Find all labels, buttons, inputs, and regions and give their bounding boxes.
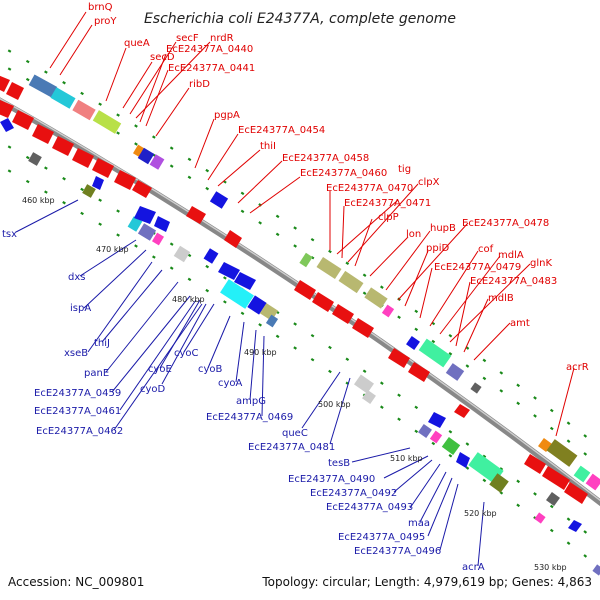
gene-label: EcE24377A_0441 [168, 63, 255, 74]
tick-label: 480 kbp [172, 295, 205, 304]
tick-labels: 460 kbp 470 kbp 480 kbp 490 kbp 500 kbp … [22, 196, 567, 572]
forward-label-lines [49, 11, 575, 437]
gene-label: secD [150, 52, 175, 63]
gene-label: EcE24377A_0459 [34, 388, 121, 399]
gene-label: dxs [68, 272, 85, 283]
topology-summary: Topology: circular; Length: 4,979,619 bp… [261, 575, 592, 589]
gene-label: cof [478, 244, 494, 255]
gene-label: nrdR [210, 33, 234, 44]
gene-label: EcE24377A_0461 [34, 406, 121, 417]
reverse-labels: tsx dxs ispA xseB thiJ panE cyoE cyoC cy… [2, 229, 485, 573]
tick-label: 490 kbp [244, 348, 277, 357]
gene-label: EcE24377A_0492 [310, 488, 397, 499]
gene-label: cyoD [140, 384, 166, 395]
gene-label: EcE24377A_0462 [36, 426, 123, 437]
gene-label: EcE24377A_0471 [344, 198, 431, 209]
accession-text: Accession: NC_009801 [8, 575, 144, 589]
gene-label: acrR [566, 362, 589, 373]
gene-label: queC [282, 428, 308, 439]
gene-label: EcE24377A_0440 [166, 44, 253, 55]
gene-label: proY [94, 16, 117, 27]
tick-label: 530 kbp [534, 563, 567, 572]
forward-labels: brnQ proY queA secF nrdR secD EcE24377A_… [88, 2, 589, 373]
gene-label: EcE24377A_0490 [288, 474, 375, 485]
gene-label: EcE24377A_0493 [326, 502, 413, 513]
gene-label: mdlB [488, 293, 514, 304]
gene-label: brnQ [88, 2, 113, 13]
gene-label: EcE24377A_0495 [338, 532, 425, 543]
gene-label: secF [176, 33, 199, 44]
gene-label: tig [398, 164, 411, 175]
gene-label: ppiD [426, 243, 449, 254]
gene-label: tesB [328, 458, 350, 469]
gene-label: acrA [462, 562, 485, 573]
gene-label: cyoA [218, 378, 243, 389]
tick-label: 520 kbp [464, 509, 497, 518]
gene-label: mdlA [498, 250, 524, 261]
gene-label: maa [408, 518, 430, 529]
gene-label: pgpA [214, 110, 240, 121]
gene-label: cyoC [174, 348, 199, 359]
page-title: Escherichia coli E24377A, complete genom… [144, 11, 456, 27]
gene-label: EcE24377A_0460 [300, 168, 387, 179]
gene-label: EcE24377A_0481 [248, 442, 335, 453]
gene-label: cyoB [198, 364, 223, 375]
gene-label: clpX [418, 177, 440, 188]
gene-label: tsx [2, 229, 17, 240]
tick-label: 470 kbp [96, 245, 129, 254]
gene-label: ribD [189, 79, 210, 90]
gene-label: panE [84, 368, 109, 379]
gene-label: clpP [378, 212, 399, 223]
gene-label: EcE24377A_0478 [462, 218, 549, 229]
gene-label: thiJ [94, 338, 110, 349]
tick-label: 460 kbp [22, 196, 55, 205]
gene-label: EcE24377A_0458 [282, 153, 369, 164]
gene-label: cyoE [148, 364, 172, 375]
gene-label: xseB [64, 348, 88, 359]
gene-label: EcE24377A_0483 [470, 276, 557, 287]
gene-label: glnK [530, 258, 552, 269]
gene-label: EcE24377A_0479 [434, 262, 521, 273]
gene-label: EcE24377A_0496 [354, 546, 441, 557]
gene-label: lon [406, 229, 421, 240]
gene-label: ispA [70, 303, 91, 314]
gene-label: amt [510, 318, 530, 329]
gene-label: queA [124, 38, 150, 49]
gene-label: hupB [430, 223, 456, 234]
reverse-label-lines [15, 199, 485, 567]
gene-label: EcE24377A_0454 [238, 125, 325, 136]
tick-label: 510 kbp [390, 454, 423, 463]
reverse-genes [0, 118, 600, 576]
forward-genes [0, 74, 600, 504]
gene-label: ampG [236, 396, 266, 407]
gene-label: EcE24377A_0469 [206, 412, 293, 423]
tick-label: 500 kbp [318, 400, 351, 409]
gene-label: EcE24377A_0470 [326, 183, 413, 194]
gene-label: thiI [260, 141, 276, 152]
